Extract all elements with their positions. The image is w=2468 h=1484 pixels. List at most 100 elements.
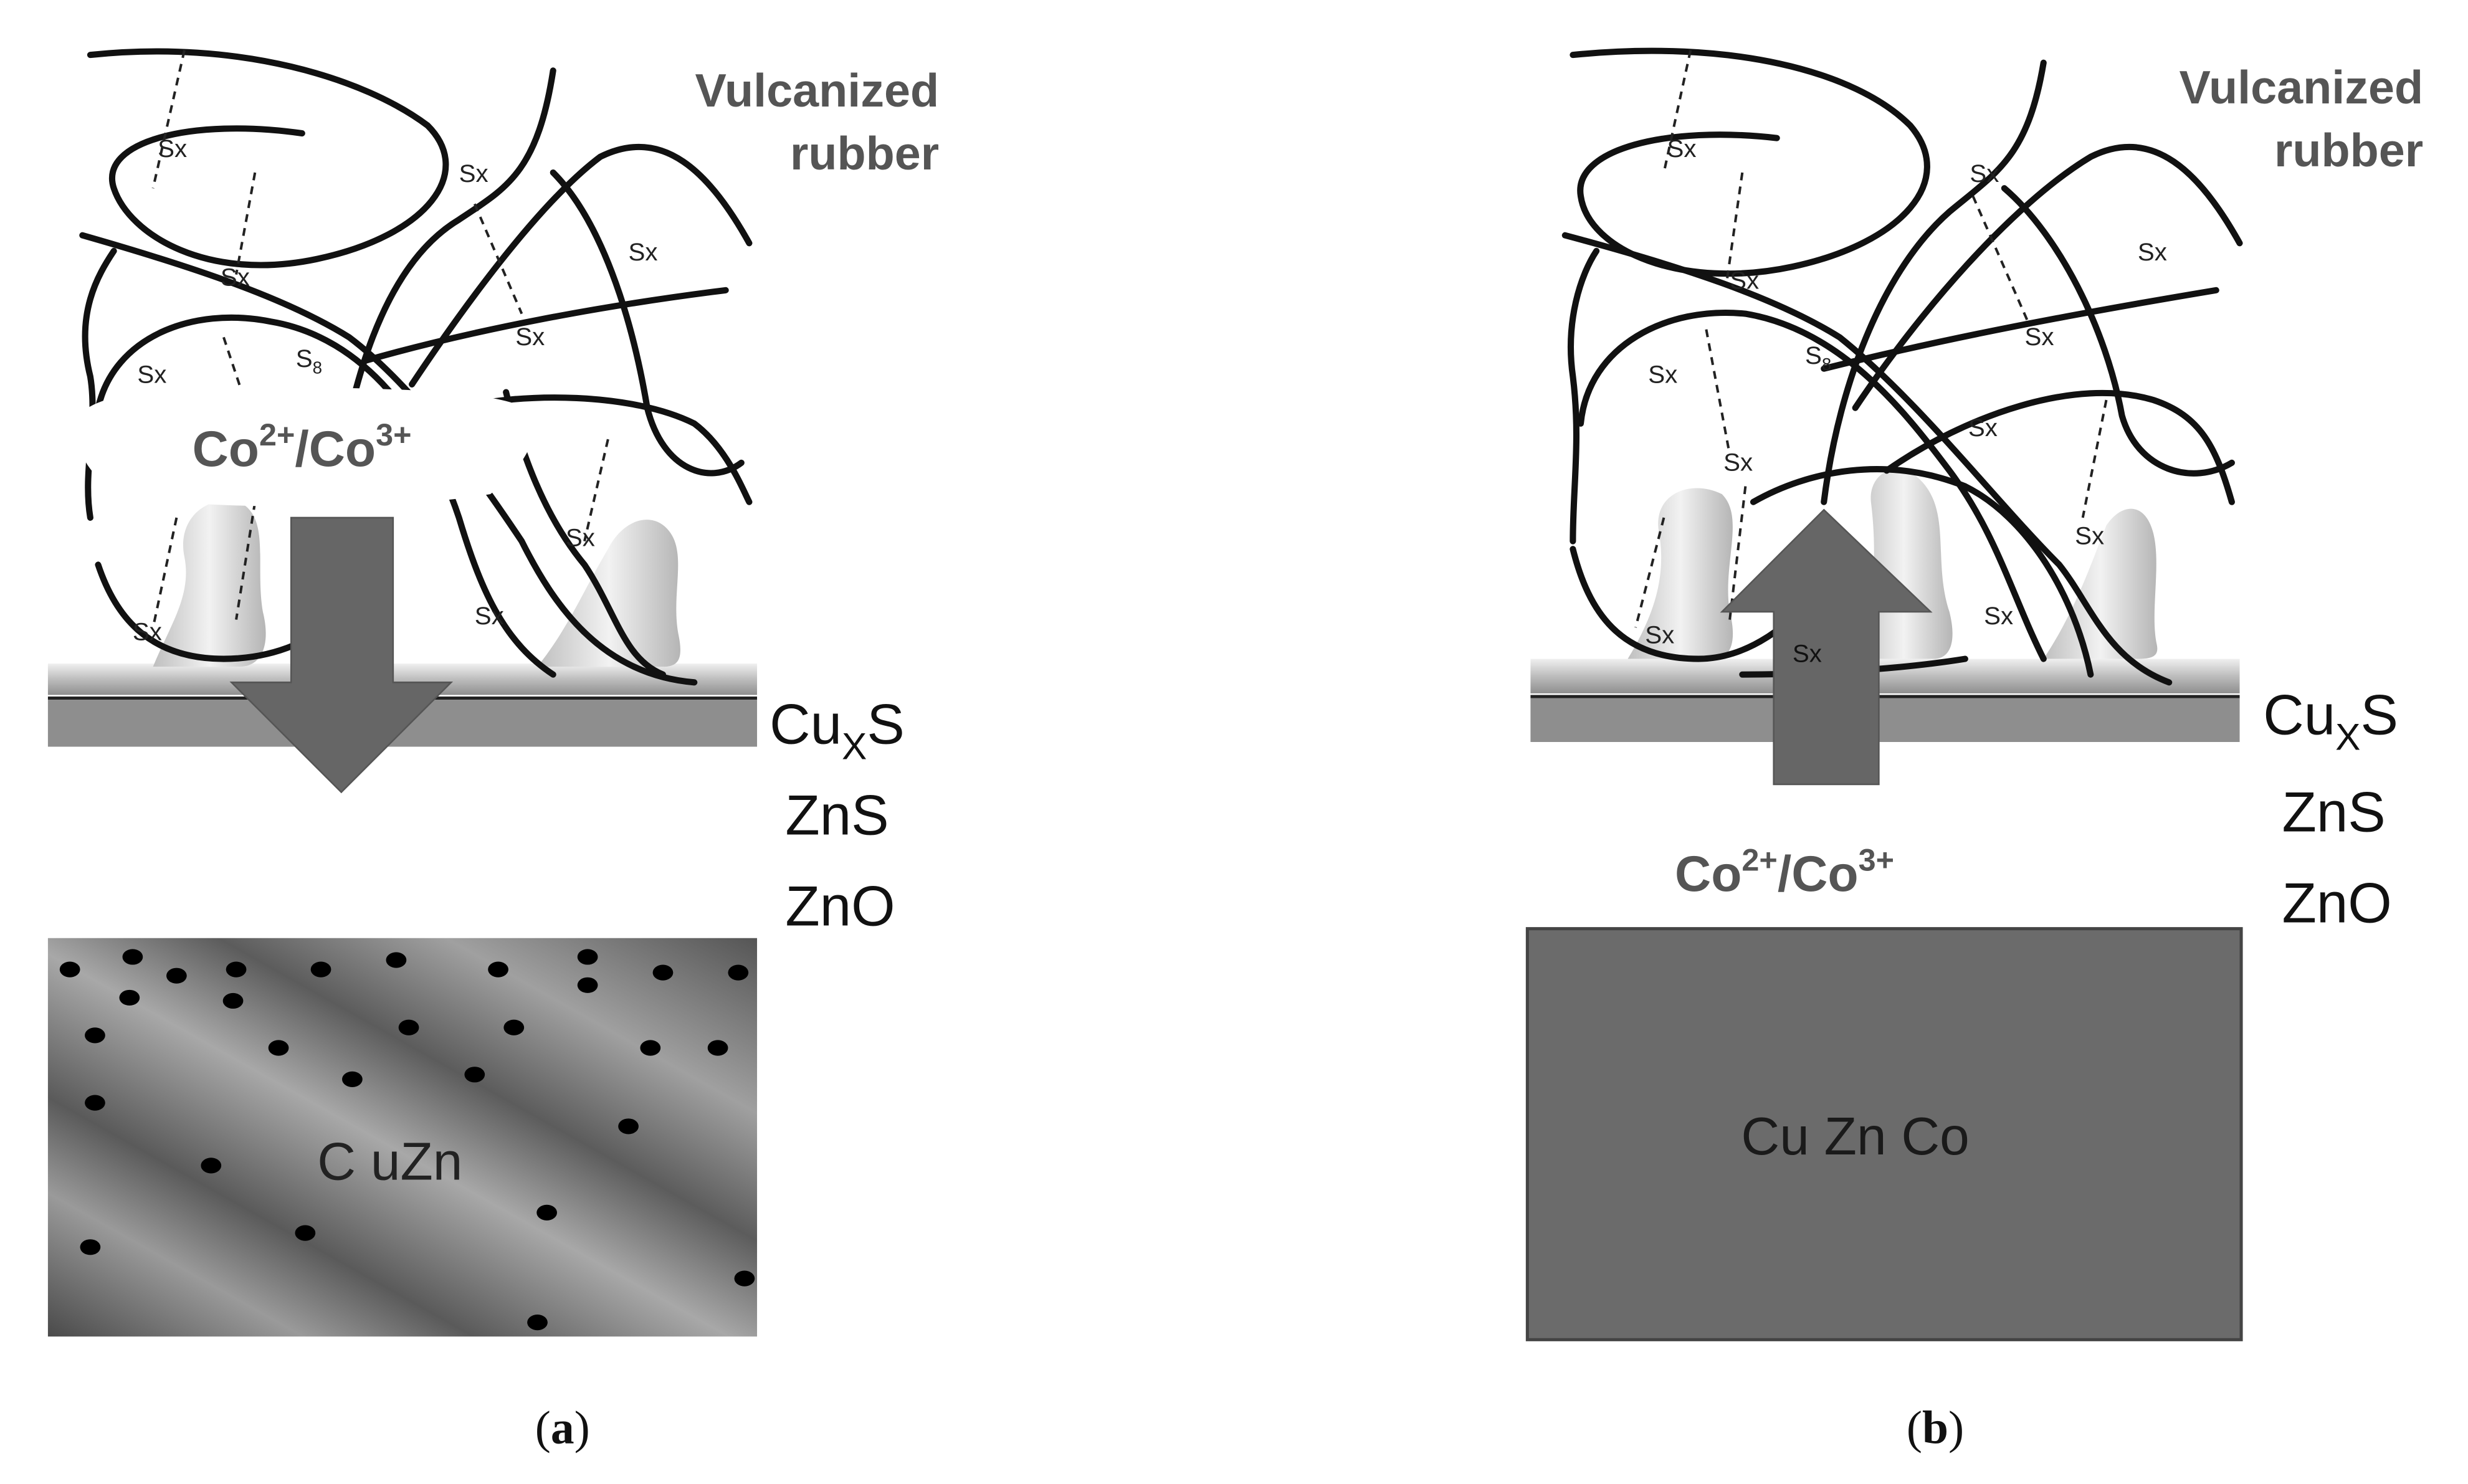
sx-label-b6: Sx [1648,360,1677,388]
chain-b9 [1568,247,1600,545]
rubber-label-a-line2: rubber [790,128,939,180]
rubber-chains-b [1561,47,2243,686]
sx-label-b2: Sx [1730,266,1759,294]
cobalt-particle [80,1239,101,1255]
cobalt-particle [222,992,244,1009]
cobalt-particle [119,989,140,1006]
sx-label-a7: Sx [133,617,162,645]
cobalt-particle [166,968,187,984]
cuxs-label-b: CuXS [2263,683,2398,758]
crosslink-a7 [583,439,609,542]
chain-b11 [1750,466,2094,678]
cobalt-particle [85,1027,105,1044]
cobalt-particle [386,952,407,968]
chain-b1 [1570,47,1930,277]
cobalt-particle [503,1019,525,1035]
chain-a9 [82,247,117,521]
cobalt-particle [122,949,143,965]
sx-label-b3: Sx [1970,159,1999,188]
cobalt-particle [295,1225,316,1241]
rubber-label-b-line1: Vulcanized [2179,62,2423,114]
substrate-b: Cu Zn Co [1525,927,2243,1341]
chain-b4 [1821,59,2047,505]
sx-labels-a: Sx Sx Sx Sx Sx Sx Sx Sx Sx S8 [133,135,658,646]
labels-b: Vulcanized rubber CuXS ZnS ZnO [2179,62,2423,935]
cobalt-particle [536,1204,557,1220]
adhesion-dendrites-a [153,500,680,667]
chain-b2 [1561,232,2173,686]
crosslink-a1 [151,50,186,189]
cuzn-substrate-block-a [47,938,758,1337]
crosslink-b7 [2081,399,2108,518]
cobalt-particles-a [59,949,755,1331]
substrate-a: C uZn [47,938,758,1337]
sx-label-b4: Sx [2138,238,2167,266]
cobalt-particle [226,961,247,977]
chain-a6 [409,143,753,388]
cobalt-particle [652,964,674,981]
s8-label-b: S8 [1805,341,1831,374]
sx-label-a9: Sx [566,523,595,551]
zns-layer-b [1530,698,2240,742]
cuznco-substrate-block-b [1525,927,2243,1341]
cobalt-particle [734,1270,755,1287]
ion-label-backdrop-a [77,386,535,507]
crosslink-b1 [1662,50,1692,173]
cobalt-particle [85,1095,105,1111]
dendrite-b1 [1627,488,1733,659]
crosslink-b2 [1725,172,1744,283]
crosslink-a6 [235,502,257,620]
cobalt-particle [488,961,508,977]
zns-label-b: ZnS [2282,781,2386,844]
chain-b5 [1821,287,2219,372]
sx-label-a4: Sx [629,238,658,266]
rubber-label-a-line1: Vulcanized [695,65,939,117]
crosslink-a3 [473,203,523,315]
chain-b6 [1852,143,2243,411]
interface-layers-b [1530,659,2240,742]
sx-label-b10: Sx [1645,621,1674,649]
cuxs-top-layer-b [1530,659,2240,693]
sx-label-a2: Sx [221,263,250,291]
cobalt-particle [464,1067,485,1083]
crosslink-b5 [1634,517,1665,628]
zno-label-a: ZnO [785,875,895,938]
s8-label-a: S8 [296,345,322,377]
cobalt-particle [728,964,749,981]
sx-label-b5: Sx [2025,323,2054,351]
chain-a1 [87,48,449,269]
sx-label-b1: Sx [1667,135,1696,163]
chain-b7 [2001,185,2235,477]
arrow-sx-label-b: Sx [1793,640,1822,668]
cuxs-label-a: CuXS [769,693,905,768]
crosslink-b3 [1971,195,2029,322]
sx-label-b11: Sx [1984,602,2013,630]
diffusion-arrow-up-b [1720,508,1933,786]
substrate-label-a: C uZn [317,1132,462,1192]
dendrite-a2 [537,520,680,667]
sx-label-a6: Sx [137,360,166,388]
chain-a3 [95,314,556,678]
ion-label-a: Co2+/Co3+ [193,417,412,477]
cobalt-particle [342,1071,363,1087]
cobalt-particle [398,1019,419,1035]
cobalt-particle [201,1158,222,1174]
sx-label-b8: Sx [1968,414,1998,442]
caption-a: (a) [535,1402,590,1454]
chain-a5 [361,287,729,364]
substrate-label-b: Cu Zn Co [1741,1106,1969,1166]
panel-a: Sx Sx Sx Sx Sx Sx Sx Sx Sx S8 Co2+/Co3+ … [47,48,939,1454]
sx-label-a1: Sx [158,135,187,163]
cobalt-particle [618,1118,639,1134]
labels-a: Vulcanized rubber CuXS ZnS ZnO [695,65,939,938]
zns-label-a: ZnS [785,784,889,847]
chain-b3 [1577,310,2047,662]
crosslinks-b [1634,50,2108,628]
crosslink-b4 [1705,329,1732,455]
caption-b: (b) [1907,1402,1964,1454]
chain-b8 [1883,389,2235,505]
cobalt-particle [310,961,331,977]
crosslink-a5 [151,517,178,628]
panel-b: Sx Sx Sx Sx Sx Sx Sx Sx Sx Sx Sx S8 Sx C… [1525,47,2423,1454]
